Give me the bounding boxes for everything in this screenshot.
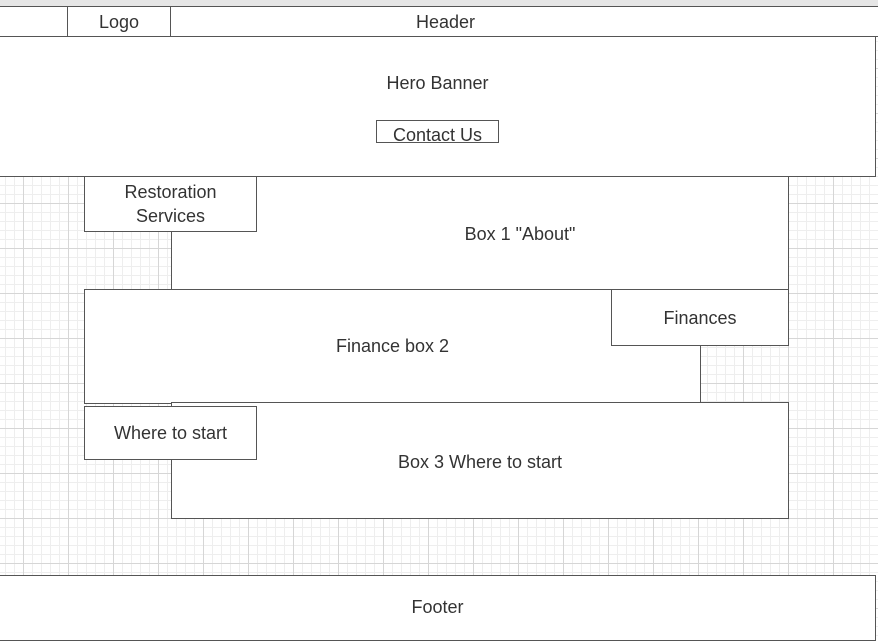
hero-title: Hero Banner bbox=[386, 73, 489, 93]
finance-box-label: Finance box 2 bbox=[335, 335, 450, 356]
where-to-start-box: Box 3 Where to start bbox=[171, 402, 789, 519]
top-strip bbox=[0, 0, 878, 6]
where-to-start-tab[interactable]: Where to start bbox=[84, 406, 257, 460]
header-title: Header bbox=[415, 11, 476, 32]
header-box: Header bbox=[170, 6, 878, 37]
where-to-start-tab-label: Where to start bbox=[113, 423, 228, 443]
footer: Footer bbox=[0, 575, 876, 641]
logo-label: Logo bbox=[98, 11, 140, 32]
finance-box: Finance box 2 bbox=[84, 289, 701, 404]
finances-box[interactable]: Finances bbox=[611, 289, 789, 346]
logo-box[interactable]: Logo bbox=[67, 6, 171, 37]
finances-label: Finances bbox=[663, 307, 737, 328]
about-box-label: Box 1 "About" bbox=[464, 224, 576, 244]
hero-banner: Hero Banner Contact Us bbox=[0, 36, 876, 177]
contact-us-button[interactable]: Contact Us bbox=[376, 120, 499, 143]
about-box: Box 1 "About" bbox=[171, 176, 789, 290]
where-to-start-box-label: Box 3 Where to start bbox=[397, 451, 563, 472]
footer-label: Footer bbox=[411, 597, 464, 617]
restoration-label-line2: Services bbox=[135, 206, 206, 226]
restoration-services-box[interactable]: Restoration Services bbox=[84, 176, 257, 232]
header-left-cell bbox=[0, 6, 68, 37]
restoration-label-line1: Restoration bbox=[124, 182, 217, 202]
